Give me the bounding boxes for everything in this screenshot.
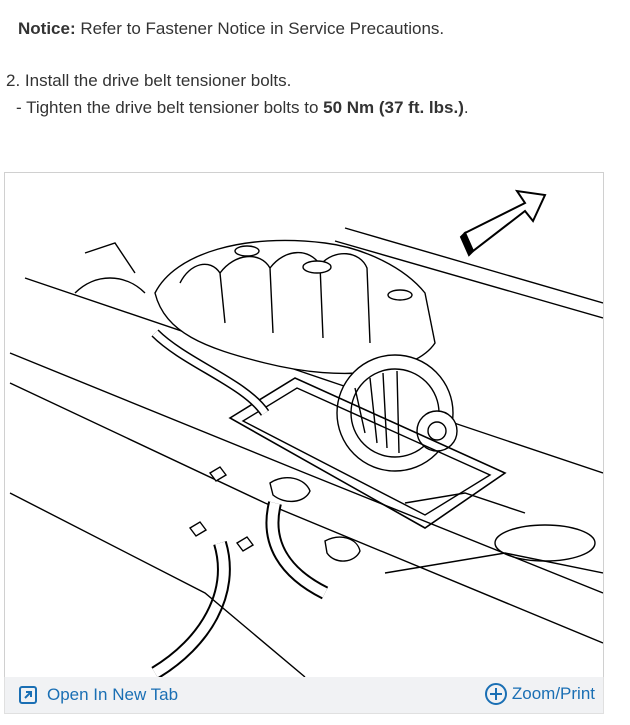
step-instruction: 2. Install the drive belt tensioner bolt…	[6, 71, 292, 90]
open-new-tab-label: Open In New Tab	[47, 685, 179, 704]
open-new-tab-link[interactable]: Open In New Tab	[17, 684, 178, 706]
corrugated-hose	[151, 329, 329, 677]
alternator	[336, 354, 458, 472]
engine-diagram	[4, 172, 604, 678]
notice-text: Refer to Fastener Notice in Service Prec…	[75, 19, 445, 38]
torque-suffix: .	[463, 98, 469, 117]
zoom-print-link[interactable]: Zoom/Print	[484, 682, 595, 706]
notice-line: Notice: Refer to Fastener Notice in Serv…	[18, 19, 444, 39]
front-direction-arrow	[459, 189, 547, 257]
tensioner-bolts	[188, 466, 361, 562]
zoom-print-label: Zoom/Print	[511, 684, 595, 703]
torque-value: 50 Nm (37 ft. lbs.)	[323, 98, 464, 117]
open-new-tab-icon	[17, 684, 39, 706]
notice-label: Notice:	[18, 19, 76, 38]
torque-prefix: - Tighten the drive belt tensioner bolts…	[16, 98, 324, 117]
zoom-plus-icon	[484, 682, 508, 706]
figure-toolbar: Open In New Tab Zoom/Print	[4, 677, 604, 714]
torque-instruction: - Tighten the drive belt tensioner bolts…	[16, 98, 469, 118]
